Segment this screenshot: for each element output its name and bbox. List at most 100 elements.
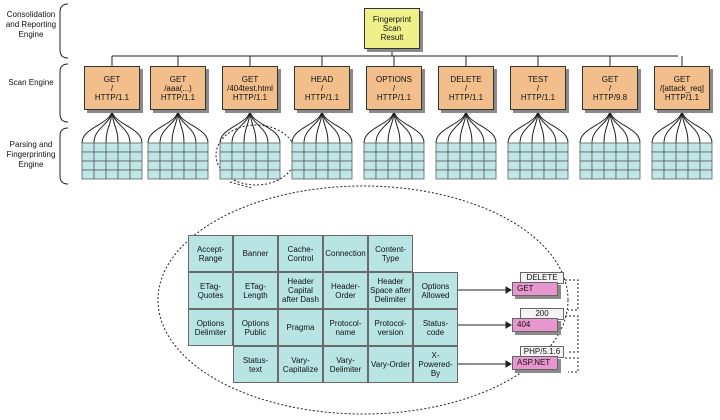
mini-grid-cell [663,142,677,153]
mini-grid-cell [363,142,377,153]
output-link-1 [565,279,579,311]
mini-grid-cell [303,142,317,153]
fan-curve [681,109,713,144]
fingerprint-cell: Header Space after Delimiter [368,272,413,309]
mini-grid-cell [195,160,209,171]
mini-grid-cell [699,169,713,180]
mini-grid-cell [627,151,641,162]
mini-grid-cell [459,169,473,180]
mini-grid-cell [105,142,119,153]
mini-grid-cell [435,151,449,162]
fingerprint-cell: Accept- Range [188,235,233,272]
mini-grid-cell [339,151,353,162]
output-link-2 [565,315,579,353]
mini-grid-cell [627,160,641,171]
mini-grid-cell [459,160,473,171]
mini-grid-cell [651,151,665,162]
mini-grid-cell [171,142,185,153]
layer-label-parsing: Parsing and Fingerprinting Engine [6,140,56,169]
mini-grid-cell [93,169,107,180]
scan-box: TEST / HTTP/1.1 [510,66,566,110]
mini-grid-cell [411,151,425,162]
mini-grid-cell [93,142,107,153]
mini-grid-cell [147,142,161,153]
mini-grid-cell [591,142,605,153]
mini-grid-cell [267,160,281,171]
mini-grid-cell [327,169,341,180]
mini-grid-cell [117,142,131,153]
mini-grid-cell [531,151,545,162]
mini-grid-cell [663,151,677,162]
output-front-card: ASP.NET [512,356,558,370]
mini-grid-cell [129,169,143,180]
scan-box: GET /[attack_req] HTTP/1.1 [654,66,710,110]
fingerprint-cell: ETag- Length [233,272,278,309]
mini-grid-cell [171,151,185,162]
consolidation-bracket [59,3,69,59]
mini-grid-cell [651,169,665,180]
mini-grid-cell [603,160,617,171]
output-front-card: GET [512,282,558,296]
arrow-404-head [505,321,512,329]
mini-grid-cell [231,151,245,162]
mini-grid-cell [339,142,353,153]
mini-grid-cell [579,160,593,171]
mini-grid-cell [507,160,521,171]
fan-curve [147,109,179,144]
mini-grid-cell [471,160,485,171]
mini-grid-cell [81,151,95,162]
mini-grid-cell [327,160,341,171]
mini-grid-cell [699,142,713,153]
mini-grid-cell [555,142,569,153]
mini-grid-cell [531,142,545,153]
mini-grid-cell [627,142,641,153]
mini-grid-cell [651,160,665,171]
mini-grid-cell [459,151,473,162]
mini-grid-cell [579,151,593,162]
mini-grid-cell [675,151,689,162]
scan-box: OPTIONS / HTTP/1.1 [366,66,422,110]
mini-grid-cell [171,160,185,171]
scan-box: DELETE / HTTP/1.1 [438,66,494,110]
fingerprint-cell: Protocol- name [323,309,368,346]
mini-grid-cell [231,169,245,180]
mini-grid-cell [147,169,161,180]
parsing-bracket [59,127,69,185]
fan-curve [291,109,323,144]
mini-grid-cell [315,151,329,162]
mini-grid-cell [399,142,413,153]
mini-grid-cell [579,142,593,153]
fan-curve [81,109,113,144]
mini-grid-cell [387,169,401,180]
mini-grid-cell [255,169,269,180]
mini-grid-cell [447,160,461,171]
mini-grid-cell [81,169,95,180]
mini-grid-cell [687,169,701,180]
mini-grid-cell [603,169,617,180]
mini-grid-cell [303,160,317,171]
mini-grid-cell [591,160,605,171]
mini-grid-cell [129,142,143,153]
fingerprint-cell: Pragma [278,309,323,346]
fingerprint-cell: ETag- Quotes [188,272,233,309]
fan-curve [579,109,611,144]
mini-grid-cell [663,160,677,171]
mini-grid-cell [267,142,281,153]
fan-curve [465,109,497,144]
mini-grid-cell [339,160,353,171]
fingerprint-cell: Banner [233,235,278,272]
output-front-card: 404 [512,318,558,332]
mini-grid-cell [231,160,245,171]
arrow-get-head [505,286,512,294]
scan-box: GET / HTTP/1.1 [84,66,140,110]
mini-grid-cell [183,169,197,180]
mini-grid-cell [303,169,317,180]
mini-grid-cell [183,142,197,153]
mini-grid-cell [291,142,305,153]
fingerprint-cell: Protocol- version [368,309,413,346]
mini-grid-cell [159,169,173,180]
fan-curve [537,109,569,144]
mini-grid-cell [387,151,401,162]
mini-grid-cell [687,142,701,153]
scan-box: HEAD / HTTP/1.1 [294,66,350,110]
